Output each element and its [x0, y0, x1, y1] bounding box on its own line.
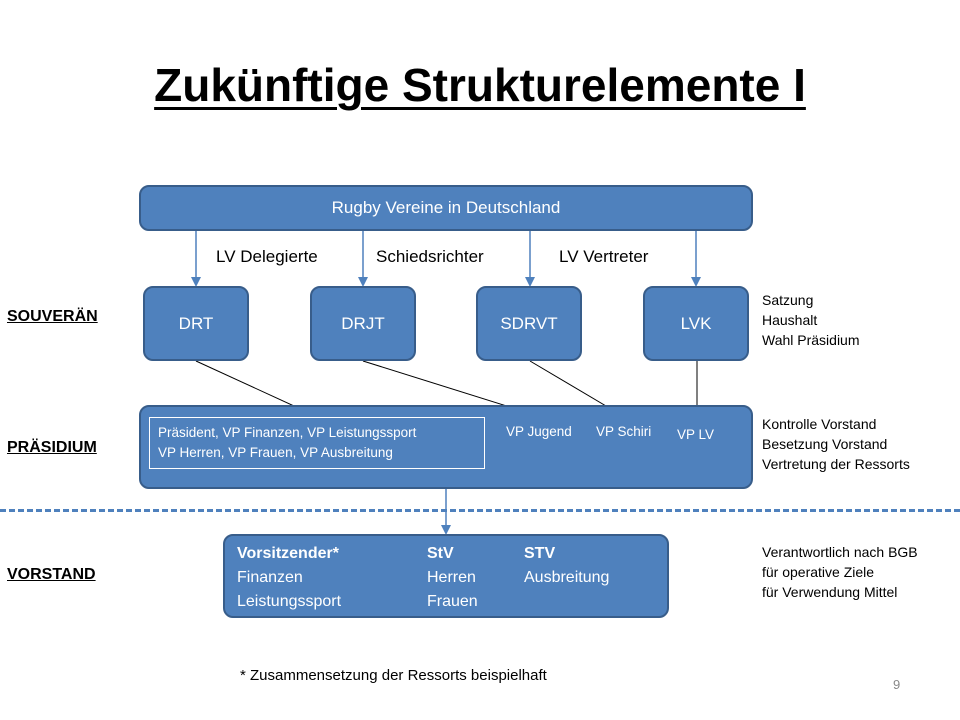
task-haushalt: Haushalt — [762, 312, 818, 328]
task-wahl-praesidium: Wahl Präsidium — [762, 332, 860, 348]
vorstand-vorsitzender: Vorsitzender* — [237, 545, 339, 562]
organ-drjt: DRJT — [310, 286, 416, 361]
edge-label-lv-delegierte: LV Delegierte — [216, 247, 318, 266]
footnote: * Zusammensetzung der Ressorts beispielh… — [240, 667, 547, 684]
praesidium-box: Präsident, VP Finanzen, VP Leistungsspor… — [139, 405, 753, 489]
souveraen-tasks: Satzung Haushalt Wahl Präsidium — [762, 290, 860, 350]
praesidium-group-line-2: VP Herren, VP Frauen, VP Ausbreitung — [158, 445, 393, 460]
praesidium-group-box: Präsident, VP Finanzen, VP Leistungsspor… — [149, 417, 485, 469]
vorstand-ausbreitung: Ausbreitung — [524, 569, 610, 586]
praesidium-tasks: Kontrolle Vorstand Besetzung Vorstand Ve… — [762, 414, 910, 474]
vorstand-column-2: StV Herren Frauen — [427, 542, 478, 614]
organ-sdrvt: SDRVT — [476, 286, 582, 361]
vorstand-column-1: Vorsitzender* Finanzen Leistungssport — [237, 542, 341, 614]
vp-jugend: VP Jugend — [506, 424, 572, 439]
rugby-vereine-box: Rugby Vereine in Deutschland — [139, 185, 753, 231]
edge-label-lv-vertreter: LV Vertreter — [559, 247, 649, 266]
vorstand-column-3: STV Ausbreitung — [524, 542, 609, 590]
level-praesidium: PRÄSIDIUM — [7, 439, 97, 456]
task-kontrolle-vorstand: Kontrolle Vorstand — [762, 416, 877, 432]
page-number: 9 — [893, 677, 901, 692]
organ-drt: DRT — [143, 286, 249, 361]
vorstand-box: Vorsitzender* Finanzen Leistungssport St… — [223, 534, 669, 618]
task-operative-ziele: für operative Ziele — [762, 564, 875, 580]
level-vorstand: VORSTAND — [7, 566, 96, 583]
organ-lvk: LVK — [643, 286, 749, 361]
vorstand-finanzen: Finanzen — [237, 569, 303, 586]
task-besetzung-vorstand: Besetzung Vorstand — [762, 436, 888, 452]
edge-label-schiedsrichter: Schiedsrichter — [376, 247, 484, 266]
vorstand-tasks: Verantwortlich nach BGB für operative Zi… — [762, 542, 918, 602]
task-vertretung-ressorts: Vertretung der Ressorts — [762, 456, 910, 472]
vorstand-stv-2: STV — [524, 545, 556, 562]
task-verantwortlich-bgb: Verantwortlich nach BGB — [762, 544, 918, 560]
vp-lv: VP LV — [677, 427, 715, 442]
separator-dashed-line — [0, 509, 960, 512]
vp-schiri: VP Schiri — [596, 424, 652, 439]
vorstand-herren: Herren — [427, 569, 476, 586]
slide-title: Zukünftige Strukturelemente I — [154, 59, 806, 111]
task-satzung: Satzung — [762, 292, 814, 308]
praesidium-group-line-1: Präsident, VP Finanzen, VP Leistungsspor… — [158, 425, 417, 440]
level-souveraen: SOUVERÄN — [7, 308, 98, 325]
vorstand-stv-1: StV — [427, 545, 454, 562]
task-verwendung-mittel: für Verwendung Mittel — [762, 584, 898, 600]
vorstand-leistungssport: Leistungssport — [237, 593, 342, 610]
vorstand-frauen: Frauen — [427, 593, 478, 610]
